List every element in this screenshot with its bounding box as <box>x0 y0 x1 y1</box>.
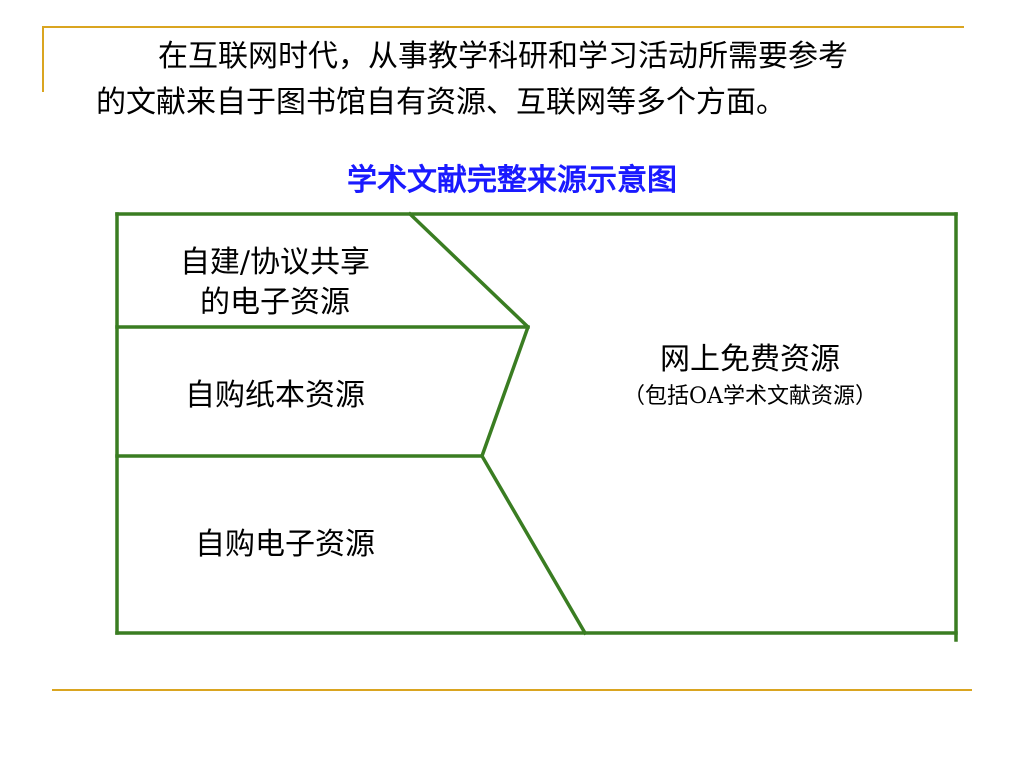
region-purchased-electronic: 自购电子资源 <box>195 527 375 562</box>
bottom-rule <box>52 689 972 691</box>
left-accent-rule <box>42 26 44 92</box>
region-free-online: 网上免费资源 （包括OA学术文献资源） <box>580 340 920 412</box>
boundary-free-online <box>407 211 588 636</box>
region-self-built-electronic: 自建/协议共享 的电子资源 <box>130 243 420 323</box>
top-rule <box>42 26 964 28</box>
region-purchased-print: 自购纸本资源 <box>185 378 365 413</box>
intro-line-1: 在互联网时代，从事教学科研和学习活动所需要参考 <box>158 39 848 74</box>
region-self-built-line-1: 自建/协议共享 <box>179 245 371 280</box>
region-free-online-title: 网上免费资源 <box>660 342 840 377</box>
region-free-online-subtitle: （包括OA学术文献资源） <box>623 384 877 409</box>
intro-paragraph: 在互联网时代，从事教学科研和学习活动所需要参考 的文献来自于图书馆自有资源、互联… <box>96 34 976 126</box>
region-self-built-line-2: 的电子资源 <box>200 285 350 320</box>
intro-line-2: 的文献来自于图书馆自有资源、互联网等多个方面。 <box>96 85 786 120</box>
diagram-title: 学术文献完整来源示意图 <box>347 163 677 198</box>
